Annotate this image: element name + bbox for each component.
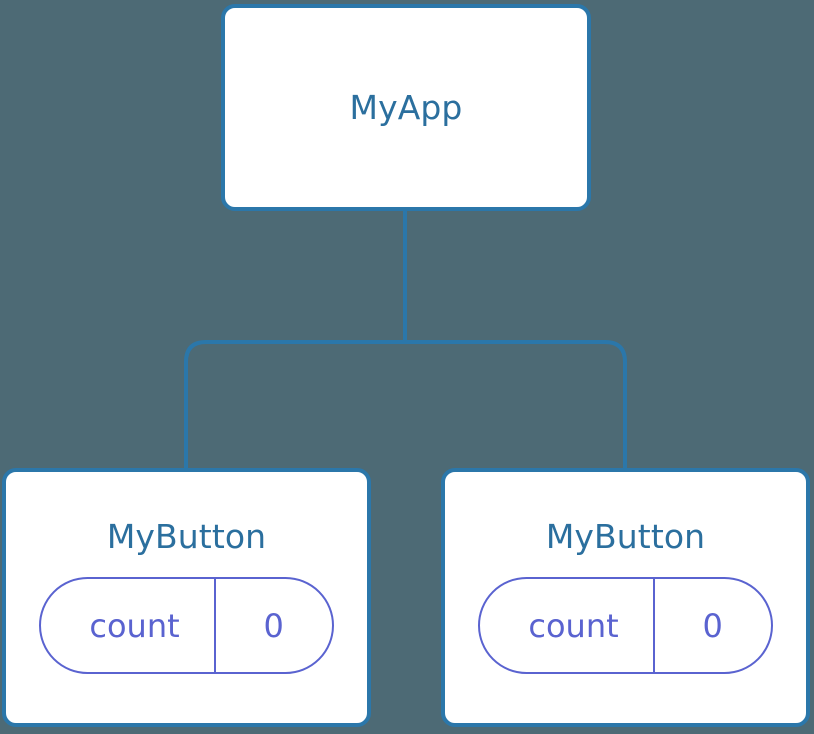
component-node-mybutton-right[interactable]: MyButton count 0 — [441, 468, 810, 727]
component-node-title: MyApp — [349, 88, 463, 127]
component-node-title: MyButton — [545, 517, 706, 556]
state-key: count — [89, 606, 180, 645]
component-node-mybutton-left[interactable]: MyButton count 0 — [2, 468, 371, 727]
component-node-myapp[interactable]: MyApp — [221, 4, 591, 211]
component-node-body: MyButton count 0 — [445, 472, 806, 723]
state-value: 0 — [652, 579, 771, 672]
component-node-title: MyButton — [106, 517, 267, 556]
state-pill[interactable]: count 0 — [478, 577, 773, 674]
component-node-body: MyButton count 0 — [6, 472, 367, 723]
state-key: count — [528, 606, 619, 645]
edge-root-to-child-right — [405, 340, 627, 470]
state-pill[interactable]: count 0 — [39, 577, 334, 674]
edge-root-to-child-left — [184, 340, 405, 470]
state-value: 0 — [213, 579, 332, 672]
